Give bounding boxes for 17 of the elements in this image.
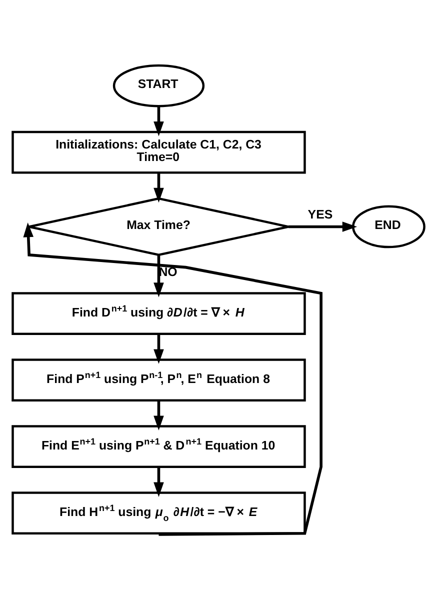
node-diamond: Max Time? [28, 196, 290, 256]
node-box: Find E$^{n+1}$ using P$^{n+1}$ & D$^{n+1}$ Equation 10 [12, 424, 306, 468]
arrow [154, 172, 164, 202]
node-box: Initializations: Calculate C1, C2, C3 Time=0 [12, 130, 306, 174]
node-box: Find P$^{n+1}$ using P$^{n-1}$, P$^{n}$, E$^{n}$ Equation 8 [12, 358, 306, 401]
arrow [154, 400, 164, 430]
arrow [23, 222, 322, 536]
arrow [154, 333, 164, 364]
node-ellipse: START [112, 64, 205, 107]
node-box: Find D$^{n+1}$ using ∂D/∂t = ∇ × H [12, 292, 306, 334]
arrow [154, 254, 164, 297]
arrow [288, 221, 358, 232]
arrow [154, 466, 164, 496]
arrow [154, 106, 164, 136]
node-ellipse: END [352, 204, 426, 248]
node-box: Find H$^{n+1}$ using μ$_{o}$ ∂H/∂t = −∇ × E [12, 491, 306, 534]
edge-label: YES [308, 207, 333, 222]
